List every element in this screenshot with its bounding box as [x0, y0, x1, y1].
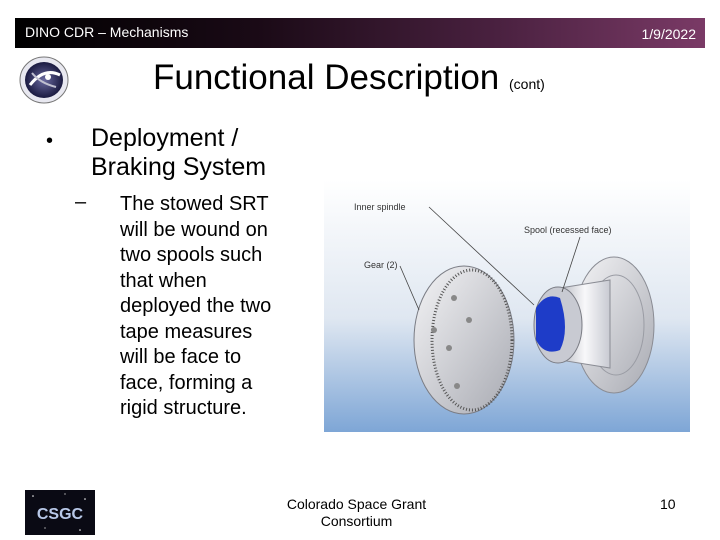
level2-line: tape measures [120, 320, 253, 343]
bullet-level1-text: Deployment / Braking System [91, 124, 321, 182]
label-spool: Spool (recessed face) [524, 225, 612, 235]
label-inner-spindle: Inner spindle [354, 202, 406, 212]
title-suffix: (cont) [509, 76, 545, 92]
header-date: 1/9/2022 [641, 26, 697, 42]
spool-figure: Inner spindle Spool (recessed face) Gear… [324, 180, 690, 432]
level1-line: Deployment / [91, 124, 239, 152]
mission-logo [18, 53, 70, 105]
header-title: DINO CDR – Mechanisms [25, 24, 189, 40]
title-main: Functional Description [153, 58, 500, 97]
footer-organization: Colorado Space Grant Consortium [270, 496, 443, 530]
bullet-level2-text: The stowed SRT will be wound on two spoo… [120, 192, 320, 422]
level2-line: will be wound on [120, 218, 268, 241]
level2-line: deployed the two [120, 295, 272, 317]
level2-line: will be face to [120, 346, 242, 368]
csgc-logo-text: CSGC [37, 506, 84, 523]
header-bar: DINO CDR – Mechanisms 1/9/2022 [15, 18, 705, 48]
label-gear: Gear (2) [364, 260, 398, 270]
footer-org-line1: Colorado Space Grant [286, 496, 427, 512]
csgc-logo: CSGC [25, 490, 95, 535]
level2-line: rigid structure. [120, 397, 247, 419]
level1-line: Braking System [91, 153, 267, 181]
page-number: 10 [660, 496, 676, 512]
level2-line: two spools such [120, 244, 263, 266]
level2-line: that when [120, 269, 207, 292]
bullet-symbol: • [46, 130, 54, 152]
footer-org-line2: Consortium [320, 513, 393, 529]
slide-title: Functional Description (cont) [153, 58, 545, 98]
level2-line: face, forming a [120, 371, 253, 394]
level2-line: The stowed SRT [120, 193, 269, 215]
dash-symbol: – [75, 191, 87, 213]
